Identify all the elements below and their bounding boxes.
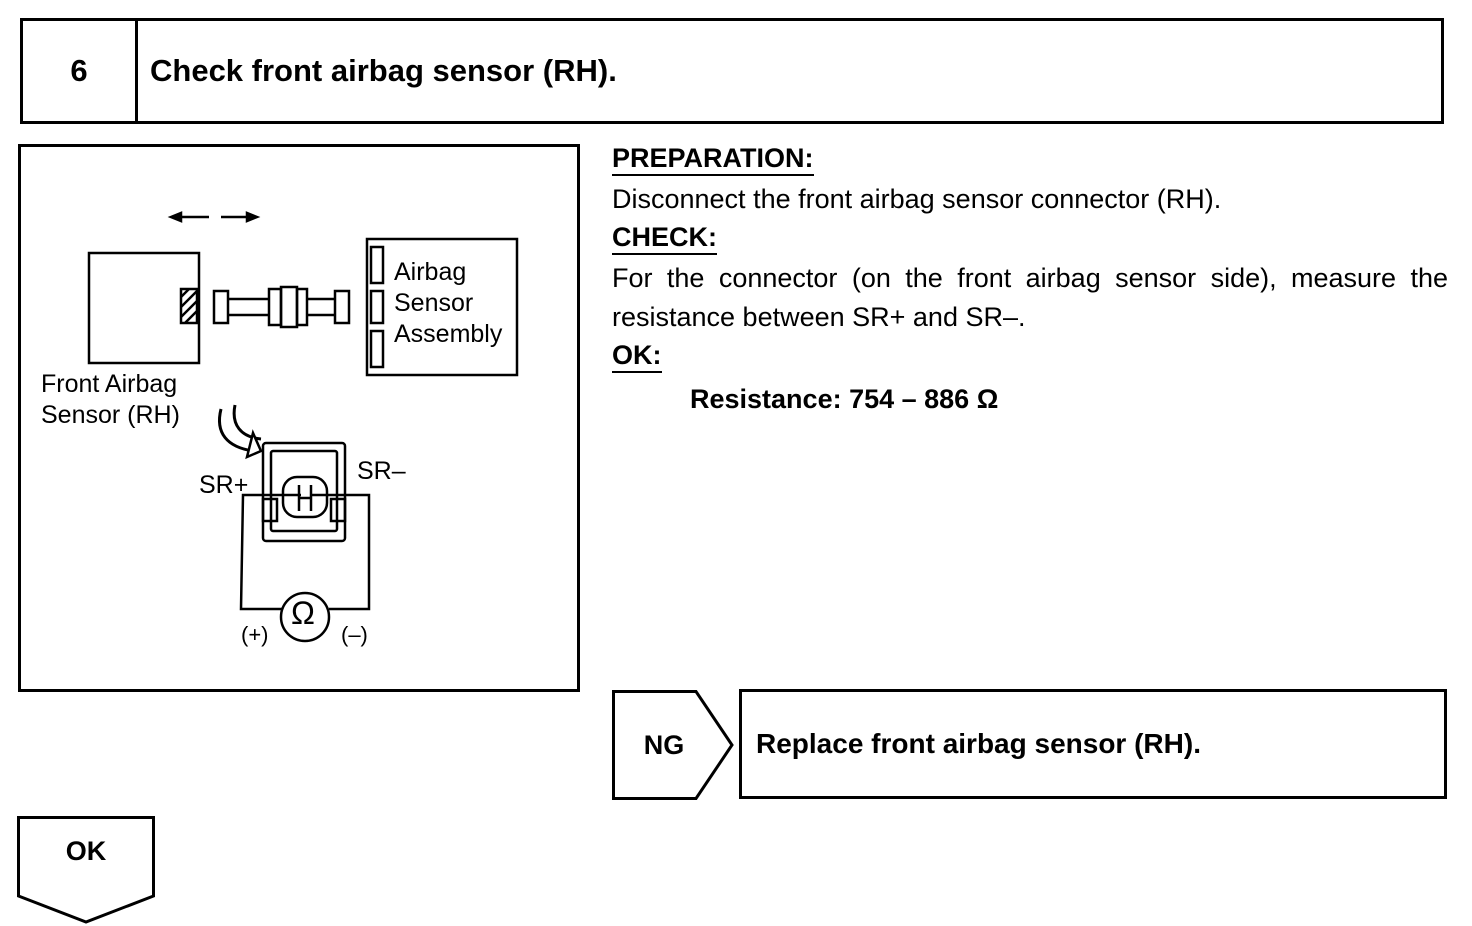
preparation-heading: PREPARATION: [612, 142, 814, 176]
ohmmeter-icon [279, 591, 331, 643]
assembly-label-line3: Assembly [394, 320, 503, 348]
step-header: 6 Check front airbag sensor (RH). [20, 18, 1444, 124]
preparation-text: Disconnect the front airbag sensor conne… [612, 184, 1222, 214]
ng-arrow-icon [612, 690, 734, 800]
ok-heading: OK: [612, 339, 662, 373]
disconnect-arrows-icon [167, 211, 261, 223]
meter-plus-label: (+) [241, 622, 269, 647]
connector-face [261, 441, 347, 543]
ok-arrow-icon [17, 816, 155, 924]
resistance-spec: Resistance: 754 – 886 Ω [690, 384, 999, 414]
check-text: For the connector (on the front airbag s… [612, 263, 1448, 332]
step-number: 6 [23, 21, 138, 121]
ng-action-box: Replace front airbag sensor (RH). [739, 689, 1447, 799]
terminal-minus-label: SR– [357, 457, 406, 485]
sensor-label-line2: Sensor (RH) [41, 401, 180, 429]
diagram-drawing [87, 211, 519, 643]
connector-diagram: Airbag Sensor Assembly Front Airbag Sens… [18, 144, 580, 692]
ok-tag: OK [17, 816, 155, 924]
ng-tag: NG [612, 690, 736, 800]
ohm-symbol: Ω [291, 595, 315, 631]
sensor-label-line1: Front Airbag [41, 370, 178, 398]
terminal-plus-label: SR+ [199, 471, 249, 499]
meter-minus-label: (–) [341, 622, 368, 647]
assembly-body [365, 237, 519, 377]
ng-label: NG [643, 729, 685, 760]
check-heading: CHECK: [612, 221, 717, 255]
assembly-label-line1: Airbag [394, 258, 467, 286]
instructions: PREPARATION: Disconnect the front airbag… [612, 140, 1452, 417]
ok-label: OK [65, 836, 107, 866]
sensor-body [87, 251, 201, 365]
step-title: Check front airbag sensor (RH). [150, 53, 617, 88]
assembly-label-line2: Sensor [394, 289, 474, 317]
